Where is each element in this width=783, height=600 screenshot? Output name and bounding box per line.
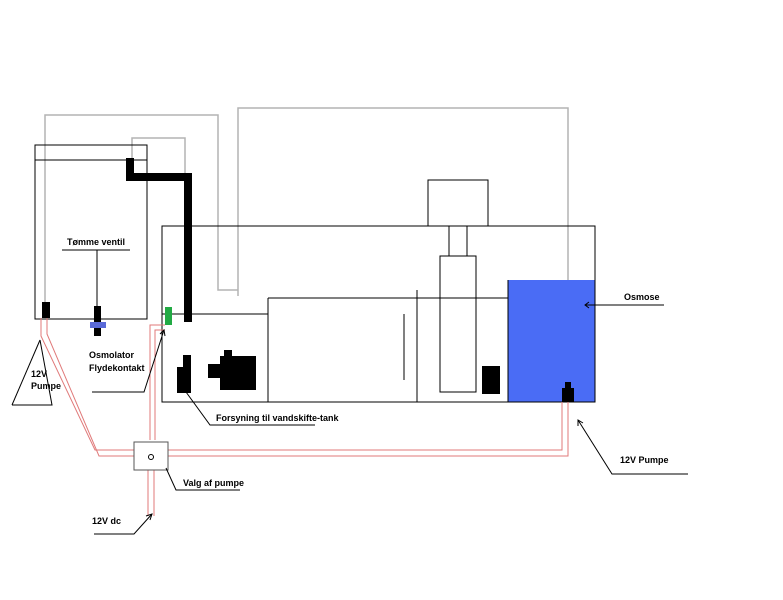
water-change-tank-body — [34, 144, 148, 320]
supply-pump-top — [183, 355, 191, 369]
pump-selector-knob — [148, 454, 154, 460]
supply-arrowhead — [145, 513, 153, 521]
label-tomme-ventil: Tømme ventil — [67, 237, 125, 247]
pumps — [42, 302, 574, 402]
wiring — [40, 318, 569, 516]
drain-valve-stem — [94, 306, 101, 336]
pump-right-leader — [577, 419, 688, 475]
float-switch — [165, 307, 172, 325]
osmolator-leader — [92, 329, 165, 393]
label-supply: 12V dc — [92, 516, 121, 526]
skimmer-pump — [482, 366, 500, 394]
hose-short — [131, 137, 186, 180]
pump-selector — [133, 441, 169, 471]
return-pump-inlet — [224, 350, 232, 360]
protein-skimmer — [427, 179, 500, 394]
osmose-pump-top — [565, 382, 571, 390]
label-pump-right: 12V Pumpe — [620, 455, 669, 465]
drain-valve-group — [90, 306, 106, 336]
water-change-tank-pump — [42, 302, 50, 318]
drain-valve — [90, 322, 106, 328]
osmose-pump-body — [562, 388, 574, 402]
label-forsyning: Forsyning til vandskifte-tank — [216, 413, 340, 423]
wire-float-a — [149, 324, 165, 440]
wire-left-a — [40, 318, 134, 451]
label-osmolator-line2: Flydekontakt — [89, 363, 145, 373]
label-osmolator-line1: Osmolator — [89, 350, 135, 360]
supply-pump-body — [177, 367, 191, 393]
label-pump-left-line2: Pumpe — [31, 381, 61, 391]
forsyning-leader — [185, 391, 315, 426]
return-pump-body — [220, 356, 256, 390]
pump-left-leader — [12, 339, 53, 406]
pump-left-tick — [11, 339, 41, 406]
osmolator-arrowhead — [159, 328, 166, 337]
overflow-pipe — [126, 158, 192, 322]
label-valg-af-pumpe: Valg af pumpe — [183, 478, 244, 488]
wire-left-b — [46, 318, 134, 457]
osmose-arrowhead — [584, 301, 590, 309]
wire-right-b — [168, 402, 569, 457]
hose-right-pump — [237, 107, 569, 385]
return-pump-side — [208, 364, 222, 378]
pump-right-arrowhead — [577, 419, 584, 426]
label-pump-left-line1: 12V — [31, 369, 47, 379]
supply-leader — [94, 513, 153, 535]
gray-hoses — [44, 107, 569, 385]
hose-left-pump — [44, 114, 238, 302]
wire-float-b — [154, 329, 165, 440]
skimmer-cup — [427, 179, 489, 227]
wire-right-a — [168, 402, 563, 451]
label-osmose: Osmose — [624, 292, 660, 302]
skimmer-body — [439, 255, 477, 393]
sump — [161, 225, 596, 403]
valg-leader — [165, 467, 240, 491]
callouts — [11, 249, 688, 535]
osmose-water — [508, 280, 595, 402]
skimmer-neck — [448, 225, 468, 257]
